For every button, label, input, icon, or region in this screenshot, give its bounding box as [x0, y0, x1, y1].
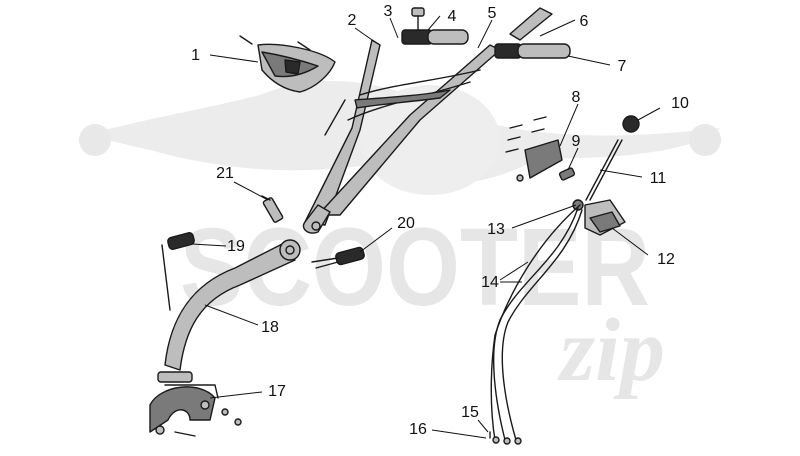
callout-1: 1 — [191, 47, 200, 64]
callout-16: 16 — [409, 421, 427, 438]
choke-assembly-part — [558, 115, 640, 236]
callout-9: 9 — [572, 133, 581, 150]
callout-8: 8 — [572, 89, 581, 106]
handlebar-frame-part — [302, 39, 501, 234]
callout-18: 18 — [261, 319, 279, 336]
callout-21: 21 — [216, 165, 234, 182]
callout-12: 12 — [657, 251, 675, 268]
callout-4: 4 — [448, 8, 457, 25]
left-grip-part — [401, 7, 469, 45]
callout-labels: 1 2 3 4 5 6 7 8 9 10 11 12 13 14 15 16 1… — [191, 3, 689, 438]
leader-lines — [191, 15, 661, 439]
callout-10: 10 — [671, 95, 689, 112]
brake-lever-part — [509, 7, 553, 41]
callout-14: 14 — [481, 274, 499, 291]
callout-20: 20 — [397, 215, 415, 232]
callout-13: 13 — [487, 221, 505, 238]
callout-17: 17 — [268, 383, 286, 400]
right-grip-part — [494, 43, 571, 59]
callout-5: 5 — [488, 5, 497, 22]
cables-part — [489, 204, 583, 445]
callout-15: 15 — [461, 404, 479, 421]
callout-6: 6 — [580, 13, 589, 30]
callout-11: 11 — [650, 170, 667, 187]
handlebar-cover-part — [239, 35, 336, 93]
kickstart-lever-part — [157, 239, 301, 383]
watermark-script: zip — [557, 301, 665, 400]
callout-2: 2 — [348, 12, 357, 29]
switch-block-part — [505, 116, 563, 182]
kickstart-bracket-part — [149, 384, 242, 437]
callout-7: 7 — [618, 58, 627, 75]
callout-19: 19 — [227, 238, 245, 255]
pedal-part — [311, 246, 365, 269]
footrest-part — [161, 232, 195, 311]
callout-3: 3 — [384, 3, 393, 20]
